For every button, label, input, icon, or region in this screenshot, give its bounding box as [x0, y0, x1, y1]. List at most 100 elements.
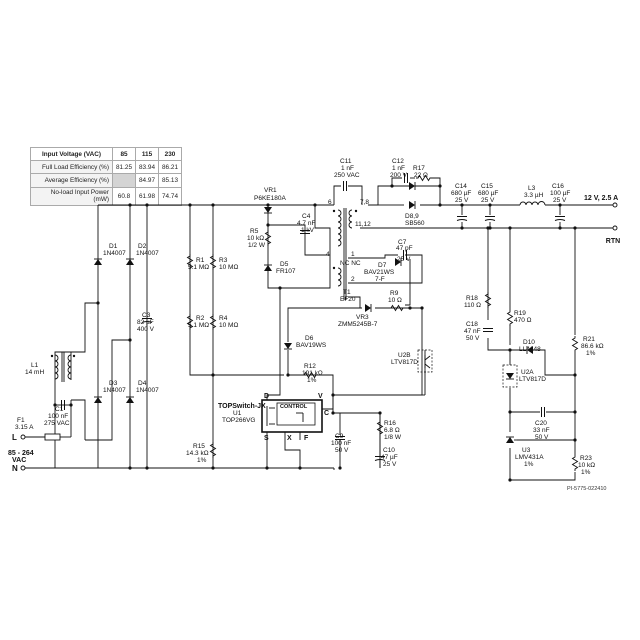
label-r9-value: 10 Ω — [388, 297, 402, 304]
label-r21: R21 — [583, 336, 595, 343]
label-r23: R23 — [580, 455, 592, 462]
label-r12-rating: 1% — [307, 377, 317, 384]
label-d2: D2 — [138, 243, 147, 250]
label-r3: R3 — [219, 257, 228, 264]
label-r23-value: 10 kΩ — [578, 462, 595, 469]
label-d5: D5 — [280, 261, 289, 268]
label-d3: D3 — [109, 380, 118, 387]
resistor-r21 — [572, 335, 578, 353]
label-c11: C11 — [340, 158, 352, 165]
inductor-l1 — [50, 352, 76, 382]
label-c10-rating: 25 V — [383, 461, 397, 468]
reference-u3 — [505, 436, 517, 444]
label-l1-value: 14 mH — [25, 369, 44, 376]
label-c10: C10 — [383, 447, 395, 454]
label-f1: F1 — [17, 417, 25, 424]
resistor-r16 — [377, 419, 383, 437]
label-d2-value: 1N4007 — [136, 250, 159, 257]
label-pin-f: F — [304, 435, 309, 442]
label-d8: D8,9 — [405, 213, 419, 220]
label-r2: R2 — [196, 315, 205, 322]
label-d10: D10 — [523, 339, 535, 346]
output-terminal-12v — [612, 202, 618, 208]
label-control: CONTROL — [280, 404, 308, 410]
label-c4-value: 4.7 nF — [297, 220, 315, 227]
zener-vr3 — [364, 303, 372, 313]
label-document-id: PI-5775-022410 — [567, 486, 606, 492]
label-7f: 7-F — [375, 276, 385, 283]
label-pin-s: S — [264, 435, 269, 442]
ic-u1-topswitch — [261, 399, 323, 433]
transformer-t1 — [332, 208, 358, 300]
capacitor-c15 — [484, 216, 496, 221]
capacitor-c16 — [554, 216, 566, 221]
label-d8-value: SB560 — [405, 220, 425, 227]
capacitor-c14 — [456, 216, 468, 221]
label-c4-rating: 1 kV — [301, 227, 315, 234]
label-vr3: VR3 — [356, 314, 369, 321]
label-u1: U1 — [233, 410, 242, 417]
input-terminal-n — [20, 465, 26, 471]
label-l3: L3 — [528, 185, 536, 192]
label-pin-x: X — [287, 435, 292, 442]
label-c14-value: 680 µF — [451, 190, 471, 197]
label-c14: C14 — [455, 183, 467, 190]
label-d7: D7 — [378, 262, 387, 269]
diode-d4 — [125, 396, 135, 404]
label-c7-rating: 25 V — [397, 256, 411, 263]
label-d4-value: 1N4007 — [136, 387, 159, 394]
label-c16-value: 100 µF — [550, 190, 570, 197]
fuse-f1 — [44, 433, 61, 441]
label-c15-rating: 25 V — [481, 197, 495, 204]
resistor-r3 — [210, 253, 216, 271]
label-l1: L1 — [31, 362, 39, 369]
label-pin-1: 1 — [351, 251, 355, 258]
label-d3-value: 1N4007 — [103, 387, 126, 394]
components — [20, 172, 618, 472]
label-pin-11-12: 11,12 — [355, 221, 371, 228]
table-row: No-load Input Power (mW) 60.8 61.98 74.7… — [30, 186, 182, 206]
label-rtn: RTN — [606, 238, 620, 245]
label-r21-value: 86.6 kΩ — [581, 343, 604, 350]
label-t1: T1 — [343, 289, 351, 296]
label-u2b-part: LTV817D — [391, 359, 418, 366]
label-r15-rating: 1% — [197, 457, 207, 464]
label-r19: R19 — [514, 310, 526, 317]
table-row: Full Load Efficiency (%) 81.25 83.94 86.… — [30, 160, 182, 175]
label-c18-rating: 50 V — [466, 335, 480, 342]
label-c9: C9 — [335, 433, 344, 440]
label-pin-nc: NC NC — [340, 260, 361, 267]
diode-d6 — [283, 342, 293, 350]
label-d6: D6 — [305, 335, 314, 342]
label-r5-value: 10 kΩ — [247, 235, 264, 242]
label-r12-value: 191 kΩ — [302, 370, 323, 377]
resistor-r9 — [388, 305, 406, 311]
resistor-r15 — [210, 441, 216, 459]
label-u1-family: TOPSwitch-JX — [218, 403, 266, 410]
label-r4-value: 10 MΩ — [219, 322, 238, 329]
resistor-r18 — [485, 291, 491, 309]
label-c20: C20 — [535, 420, 547, 427]
label-l3-value: 3.3 µH — [524, 192, 544, 199]
label-pin-6: 6 — [328, 199, 332, 206]
label-d1: D1 — [109, 243, 118, 250]
labels: C11 1 nF 250 VAC C12 1 nF 200 V R17 22 Ω… — [8, 158, 620, 492]
label-vr1-value: P6KE180A — [254, 195, 286, 202]
label-c11-value: 1 nF — [341, 165, 354, 172]
label-c1-rating: 275 VAC — [44, 420, 70, 427]
label-r16: R16 — [384, 420, 396, 427]
input-terminal-l — [20, 434, 26, 440]
label-c3-value: 82 µF — [137, 319, 154, 326]
label-c10-value: 47 µF — [381, 454, 398, 461]
label-line: L — [12, 433, 17, 442]
label-pin-7-8: 7,8 — [360, 199, 369, 206]
label-d5-value: FR107 — [276, 268, 296, 275]
cell: 85.13 — [158, 173, 182, 188]
tvs-vr1 — [263, 206, 273, 214]
row-label: Average Efficiency (%) — [30, 173, 113, 188]
label-u3-part: LMV431A — [515, 454, 544, 461]
label-input-vac: VAC — [12, 457, 26, 464]
label-d4: D4 — [138, 380, 147, 387]
label-r18: R18 — [466, 295, 478, 302]
resistor-r5 — [265, 229, 271, 247]
